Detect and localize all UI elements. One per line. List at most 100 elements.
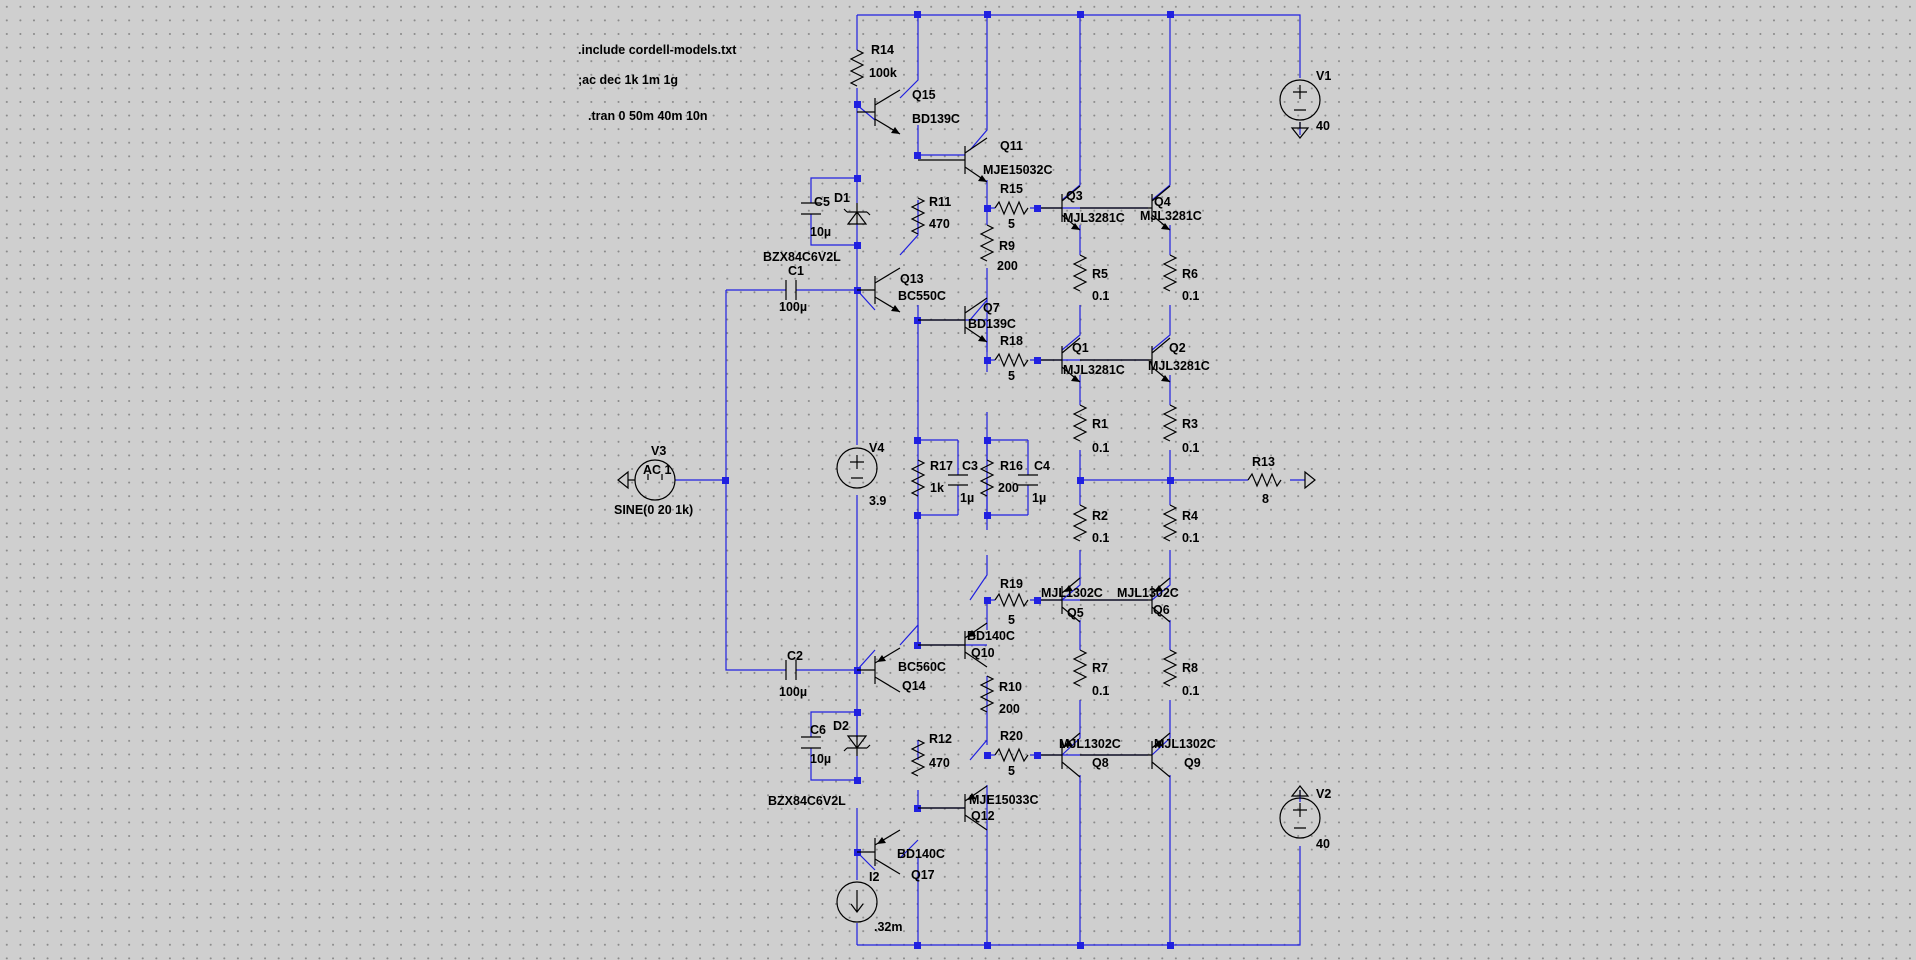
directive-tran[interactable]: .tran 0 50m 40m 10n — [588, 109, 708, 123]
resistor-R12[interactable] — [910, 739, 926, 777]
resistor-R17[interactable] — [910, 459, 926, 497]
label-R16-ref: R16 — [1000, 459, 1023, 473]
transistor-Q3[interactable] — [1041, 185, 1081, 231]
label-R10-ref: R10 — [999, 680, 1022, 694]
label-R3-value: 0.1 — [1182, 441, 1199, 455]
voltage-source-V2[interactable] — [1279, 785, 1321, 839]
resistor-R6[interactable] — [1162, 254, 1178, 292]
transistor-Q12[interactable] — [918, 785, 988, 831]
current-source-I2[interactable] — [836, 881, 878, 923]
label-Q4-ref: Q4 — [1154, 195, 1171, 209]
resistor-R14[interactable] — [849, 49, 865, 87]
resistor-R18[interactable] — [994, 352, 1029, 368]
label-Q9-model: MJL1302C — [1154, 737, 1216, 751]
label-Q5-ref: Q5 — [1067, 606, 1084, 620]
transistor-Q17[interactable] — [857, 829, 901, 875]
transistor-Q10[interactable] — [918, 622, 988, 668]
label-R11-value: 470 — [929, 217, 950, 231]
resistor-R10[interactable] — [979, 675, 995, 713]
resistor-R13[interactable] — [1247, 472, 1282, 488]
resistor-R11[interactable] — [910, 197, 926, 235]
resistor-R7[interactable] — [1072, 649, 1088, 687]
label-Q4-model: MJL3281C — [1140, 209, 1202, 223]
label-D2-value: BZX84C6V2L — [768, 794, 846, 808]
transistor-Q2[interactable] — [1080, 337, 1171, 383]
label-Q3-ref: Q3 — [1066, 189, 1083, 203]
label-C1-value: 100µ — [779, 300, 807, 314]
label-C5-ref: C5 — [814, 195, 830, 209]
label-Q7-model: BD139C — [968, 317, 1016, 331]
capacitor-C4[interactable] — [1018, 440, 1038, 515]
capacitor-C5[interactable] — [801, 202, 821, 215]
label-V3-sine: SINE(0 20 1k) — [614, 503, 693, 517]
resistor-R1[interactable] — [1072, 404, 1088, 442]
voltage-source-V1[interactable] — [1279, 79, 1321, 139]
label-V1-value: 40 — [1316, 119, 1330, 133]
label-C4-value: 1µ — [1032, 491, 1046, 505]
directive-include[interactable]: .include cordell-models.txt — [578, 43, 737, 57]
label-R4-value: 0.1 — [1182, 531, 1199, 545]
label-Q10-model: BD140C — [967, 629, 1015, 643]
transistor-Q15[interactable] — [857, 89, 901, 135]
transistor-Q11[interactable] — [918, 137, 988, 183]
capacitor-C2[interactable] — [785, 660, 797, 680]
label-V4-value: 3.9 — [869, 494, 886, 508]
label-C4-ref: C4 — [1034, 459, 1050, 473]
label-R13-ref: R13 — [1252, 455, 1275, 469]
resistor-R8[interactable] — [1162, 649, 1178, 687]
transistor-Q6[interactable] — [1080, 577, 1171, 623]
label-R5-ref: R5 — [1092, 267, 1108, 281]
transistor-Q4[interactable] — [1080, 185, 1171, 231]
resistor-R16[interactable] — [979, 459, 995, 497]
label-R17-value: 1k — [930, 481, 944, 495]
label-Q1-model: MJL3281C — [1063, 363, 1125, 377]
transistor-Q7[interactable] — [918, 297, 988, 343]
resistor-R4[interactable] — [1162, 504, 1178, 542]
label-Q3-model: MJL3281C — [1063, 211, 1125, 225]
label-C6-ref: C6 — [810, 723, 826, 737]
label-C2-value: 100µ — [779, 685, 807, 699]
label-R1-value: 0.1 — [1092, 441, 1109, 455]
transistor-Q9[interactable] — [1080, 732, 1171, 778]
capacitor-group — [785, 202, 1038, 749]
label-R14-ref: R14 — [871, 43, 894, 57]
label-C6-value: 10µ — [810, 752, 831, 766]
voltage-source-V3[interactable] — [617, 459, 676, 501]
resistor-R15[interactable] — [994, 200, 1029, 216]
capacitor-C3[interactable] — [948, 440, 968, 515]
transistor-Q1[interactable] — [1041, 337, 1081, 383]
transistor-Q8[interactable] — [1041, 732, 1081, 778]
transistor-Q5[interactable] — [1041, 577, 1081, 623]
label-Q7-ref: Q7 — [983, 301, 1000, 315]
label-R16-value: 200 — [998, 481, 1019, 495]
label-Q14-ref: Q14 — [902, 679, 926, 693]
resistor-group — [849, 49, 1282, 777]
label-R15-ref: R15 — [1000, 182, 1023, 196]
label-Q6-model: MJL1302C — [1117, 586, 1179, 600]
zener-diode-D2[interactable] — [843, 735, 871, 756]
resistor-R20[interactable] — [994, 747, 1029, 763]
label-Q11-ref: Q11 — [1000, 139, 1023, 153]
label-R12-ref: R12 — [929, 732, 952, 746]
label-R3-ref: R3 — [1182, 417, 1198, 431]
label-R9-ref: R9 — [999, 239, 1015, 253]
label-R7-value: 0.1 — [1092, 684, 1109, 698]
voltage-source-V4[interactable] — [836, 447, 878, 489]
directive-ac[interactable]: ;ac dec 1k 1m 1g — [578, 73, 678, 87]
resistor-R5[interactable] — [1072, 254, 1088, 292]
transistor-Q14[interactable] — [857, 647, 901, 693]
label-R19-value: 5 — [1008, 613, 1015, 627]
label-Q6-ref: Q6 — [1153, 603, 1170, 617]
capacitor-C1[interactable] — [785, 280, 797, 300]
label-Q10-ref: Q10 — [971, 646, 995, 660]
capacitor-C6[interactable] — [801, 736, 821, 749]
resistor-R3[interactable] — [1162, 404, 1178, 442]
resistor-R2[interactable] — [1072, 504, 1088, 542]
transistor-Q13[interactable] — [857, 267, 901, 313]
zener-diode-D1[interactable] — [843, 203, 871, 225]
label-V1-ref: V1 — [1316, 69, 1331, 83]
output-port-icon[interactable] — [1304, 470, 1316, 490]
resistor-R9[interactable] — [979, 224, 995, 262]
resistor-R19[interactable] — [994, 592, 1029, 608]
